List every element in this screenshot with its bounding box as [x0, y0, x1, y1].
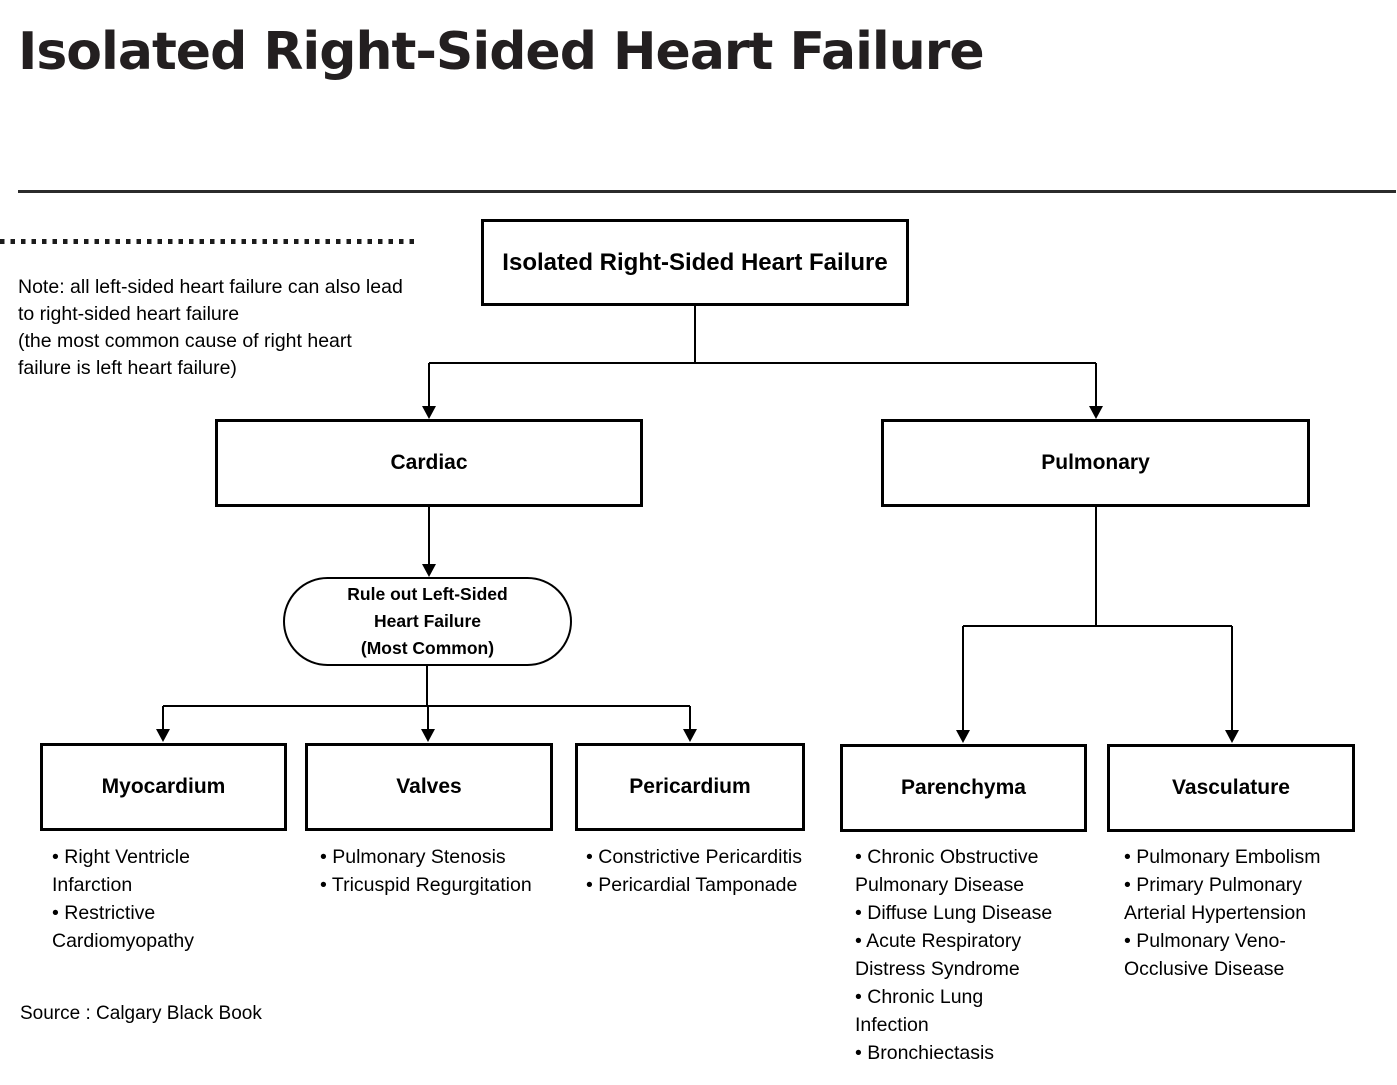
list-item: • Pericardial Tamponade	[586, 874, 798, 896]
node-parenchyma: Parenchyma	[840, 744, 1087, 832]
list-item: • Restrictive Cardiomyopathy	[52, 902, 194, 952]
title-divider-line	[18, 190, 1396, 193]
node-pulmonary: Pulmonary	[881, 419, 1310, 507]
pericardium-cause-list: • Constrictive Pericarditis • Pericardial…	[586, 843, 848, 899]
source-attribution: Source : Calgary Black Book	[20, 1003, 262, 1024]
node-isolated-right-sided-heart-failure: Isolated Right-Sided Heart Failure	[481, 219, 909, 306]
parenchyma-cause-list: • Chronic Obstructive Pulmonary Disease •…	[855, 843, 1117, 1067]
list-item: • Pulmonary Embolism	[1124, 846, 1321, 868]
list-item: • Bronchiectasis	[855, 1042, 995, 1064]
arrowhead	[422, 564, 436, 577]
node-cardiac: Cardiac	[215, 419, 643, 507]
arrowhead	[683, 729, 697, 742]
list-item: • Acute Respiratory Distress Syndrome	[855, 930, 1022, 980]
list-item: • Chronic Obstructive Pulmonary Disease	[855, 846, 1039, 896]
list-item: • Chronic Lung Infection	[855, 986, 984, 1036]
vasculature-cause-list: • Pulmonary Embolism • Primary Pulmonary …	[1124, 843, 1386, 983]
node-valves: Valves	[305, 743, 553, 831]
list-item: • Diffuse Lung Disease	[855, 902, 1053, 924]
list-item: • Constrictive Pericarditis	[586, 846, 802, 868]
list-item: • Tricuspid Regurgitation	[320, 874, 532, 896]
list-item: • Pulmonary Veno- Occlusive Disease	[1124, 930, 1286, 980]
note-text: Note: all left-sided heart failure can a…	[18, 276, 403, 379]
list-item: • Right Ventricle Infarction	[52, 846, 190, 896]
node-vasculature: Vasculature	[1107, 744, 1355, 832]
arrowhead	[956, 730, 970, 743]
node-rule-out-left-sided-heart-failure: Rule out Left-Sided Heart Failure (Most …	[283, 577, 572, 666]
arrowhead	[156, 729, 170, 742]
list-item: • Primary Pulmonary Arterial Hypertensio…	[1124, 874, 1307, 924]
page-title: Isolated Right-Sided Heart Failure	[18, 22, 985, 82]
arrowhead	[421, 729, 435, 742]
note-dotted-line	[0, 239, 418, 244]
node-myocardium: Myocardium	[40, 743, 287, 831]
node-pericardium: Pericardium	[575, 743, 805, 831]
valves-cause-list: • Pulmonary Stenosis • Tricuspid Regurgit…	[320, 843, 582, 899]
arrowhead	[1225, 730, 1239, 743]
arrowhead	[1089, 406, 1103, 419]
arrowhead	[422, 406, 436, 419]
list-item: • Pulmonary Stenosis	[320, 846, 506, 868]
myocardium-cause-list: • Right Ventricle Infarction • Restrictiv…	[52, 843, 302, 955]
